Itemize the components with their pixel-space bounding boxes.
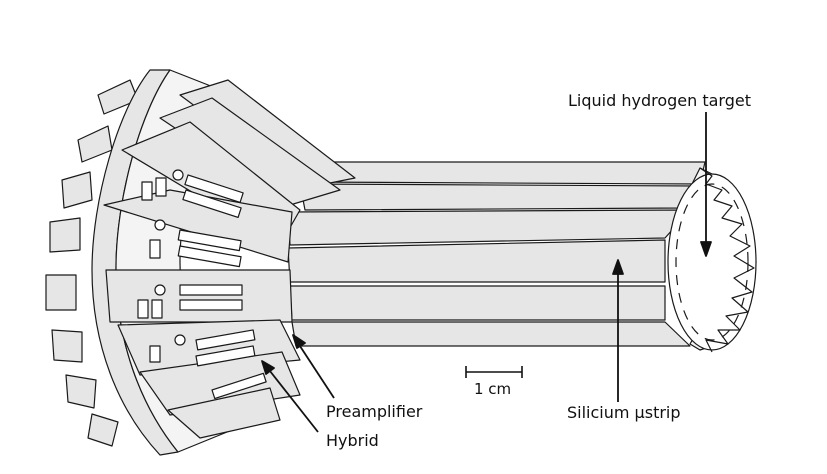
preamplifier-label: Preamplifier	[326, 402, 423, 421]
target-end	[667, 167, 757, 353]
scale-bar	[465, 366, 523, 378]
hybrid-leader	[265, 365, 319, 433]
leader-lines	[261, 112, 712, 433]
hybrid-label: Hybrid	[326, 431, 379, 450]
electronics-chips	[137, 169, 267, 400]
silicon-strip-planes	[287, 161, 706, 347]
target-arrowhead	[700, 241, 712, 257]
strip-label: Silicium µstrip	[567, 403, 681, 422]
target-cell	[667, 173, 757, 351]
hybrid-boards	[103, 79, 356, 439]
hybrid-arrowhead	[261, 360, 275, 375]
target-label: Liquid hydrogen target	[568, 91, 751, 110]
scale-label: 1 cm	[474, 380, 512, 398]
preamplifier-leader	[295, 339, 335, 399]
preamplifier-arrowhead	[292, 334, 306, 349]
strip-arrowhead	[612, 259, 624, 275]
rim-tabs	[45, 79, 139, 447]
